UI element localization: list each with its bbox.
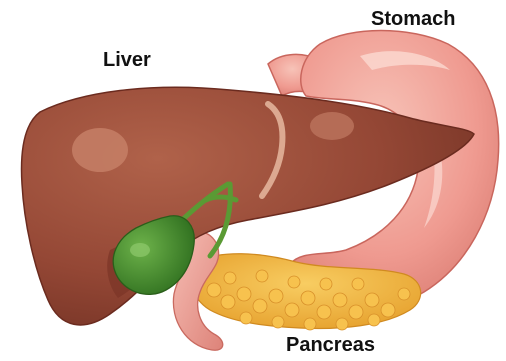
liver-highlight-left (72, 128, 128, 172)
gallbladder-highlight (130, 243, 150, 257)
liver-label: Liver (103, 50, 151, 70)
pancreas-label: Pancreas (286, 335, 375, 355)
liver-highlight-right (310, 112, 354, 140)
stomach-label: Stomach (371, 9, 455, 29)
